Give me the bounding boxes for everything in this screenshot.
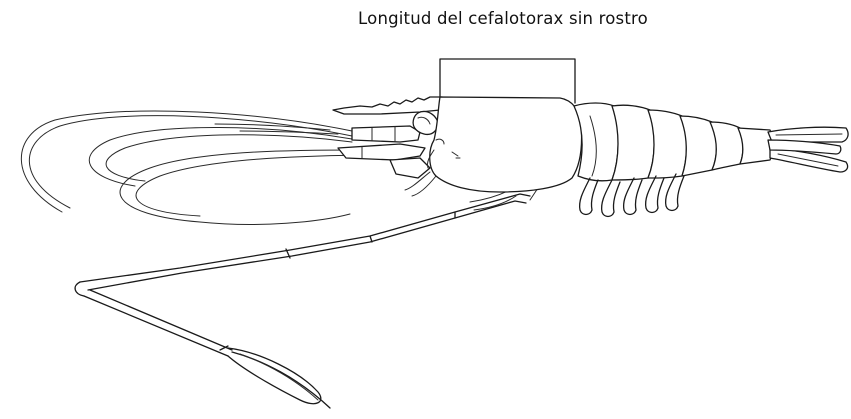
carapace	[427, 97, 581, 192]
measurement-bracket	[440, 59, 575, 103]
antennae	[21, 111, 362, 224]
eye	[413, 111, 438, 134]
tail-fan	[768, 127, 848, 172]
measurement-label: Longitud del cefalotorax sin rostro	[0, 9, 851, 28]
second-pereiopod	[75, 194, 530, 408]
antennular-peduncle	[338, 126, 430, 178]
abdomen	[574, 103, 773, 181]
